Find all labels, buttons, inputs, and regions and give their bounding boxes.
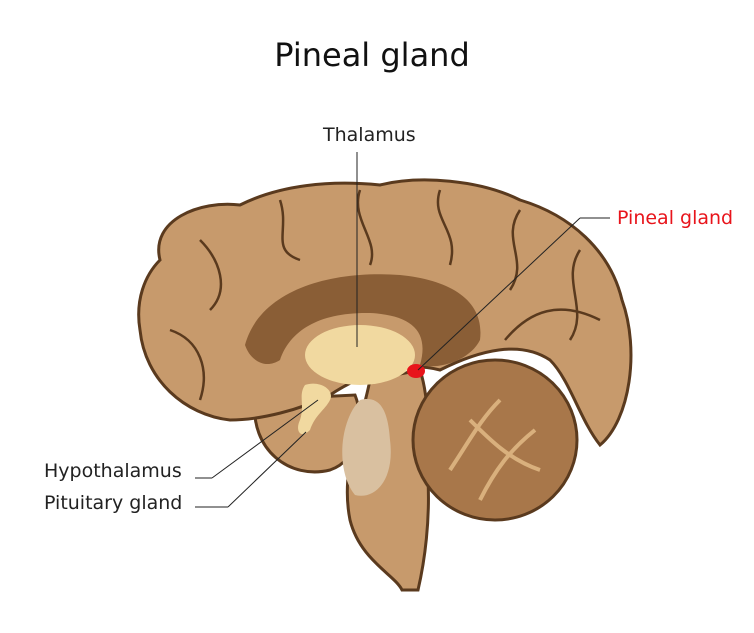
hypothalamus (298, 383, 331, 435)
cerebellum (411, 358, 579, 522)
pineal-gland-label: Pineal gland (617, 207, 734, 229)
hypothalamus-label: Hypothalamus (44, 460, 182, 482)
pituitary-gland-label: Pituitary gland (44, 492, 183, 514)
diagram-title: Pineal gland (274, 36, 470, 74)
brainstem-inner (342, 399, 391, 496)
thalamus (305, 325, 415, 385)
thalamus-label: Thalamus (323, 124, 416, 146)
corpus-callosum (245, 274, 481, 367)
